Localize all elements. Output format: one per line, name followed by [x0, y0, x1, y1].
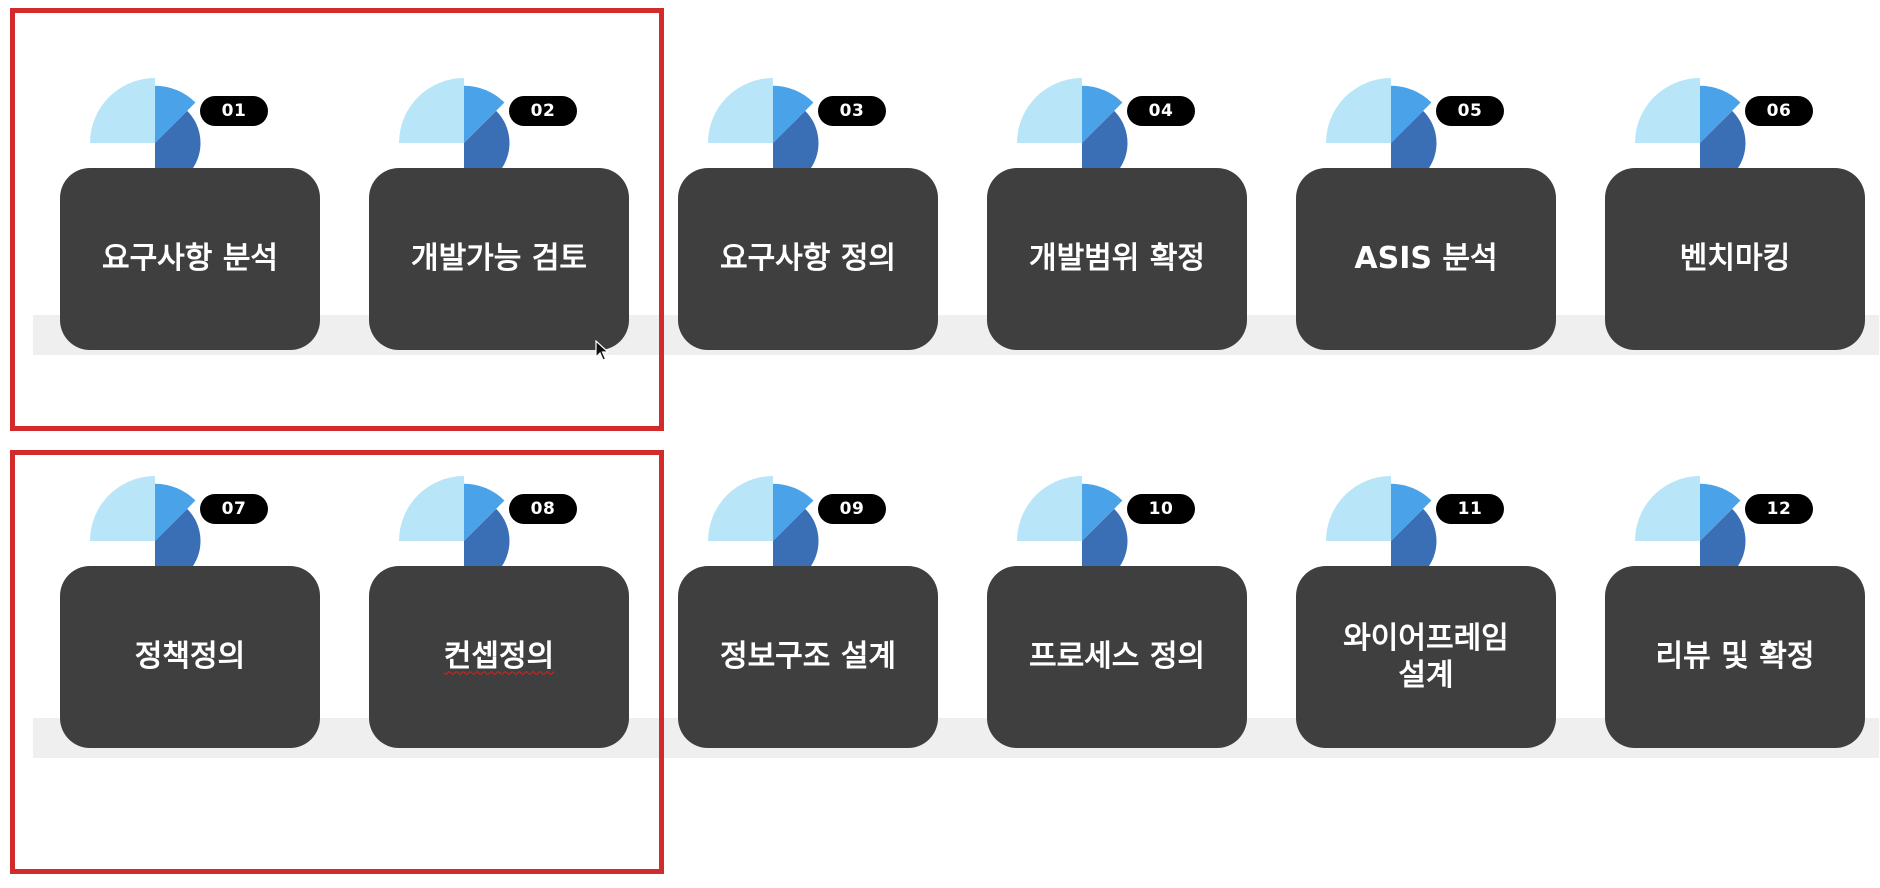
step-box: 개발가능 검토: [369, 168, 629, 350]
step-card-05: ASIS 분석 05: [1296, 78, 1556, 350]
step-box: 와이어프레임 설계: [1296, 566, 1556, 748]
step-box: 요구사항 분석: [60, 168, 320, 350]
step-box: 벤치마킹: [1605, 168, 1865, 350]
row-2-band: [33, 718, 1879, 758]
step-label: 요구사항 정의: [719, 241, 897, 277]
step-number-badge: 04: [1127, 96, 1195, 126]
step-box: 컨셉정의: [369, 566, 629, 748]
step-box: 정책정의: [60, 566, 320, 748]
step-label: ASIS 분석: [1354, 241, 1498, 277]
step-card-02: 개발가능 검토 02: [369, 78, 629, 350]
step-number-badge: 09: [818, 494, 886, 524]
step-label: 정책정의: [134, 639, 246, 675]
step-box: 개발범위 확정: [987, 168, 1247, 350]
step-number-badge: 08: [509, 494, 577, 524]
highlight-box-row-1: [10, 8, 664, 431]
step-card-12: 리뷰 및 확정 12: [1605, 476, 1865, 748]
row-1-band: [33, 315, 1879, 355]
step-label: 프로세스 정의: [1028, 639, 1206, 675]
step-label: 리뷰 및 확정: [1655, 639, 1815, 675]
step-number-badge: 02: [509, 96, 577, 126]
step-card-09: 정보구조 설계 09: [678, 476, 938, 748]
step-label: 와이어프레임 설계: [1343, 620, 1509, 694]
step-card-06: 벤치마킹 06: [1605, 78, 1865, 350]
step-card-08: 컨셉정의 08: [369, 476, 629, 748]
step-label: 정보구조 설계: [719, 639, 897, 675]
step-number-badge: 06: [1745, 96, 1813, 126]
step-label: 컨셉정의: [443, 639, 555, 675]
step-box: 정보구조 설계: [678, 566, 938, 748]
step-card-01: 요구사항 분석 01: [60, 78, 320, 350]
step-card-11: 와이어프레임 설계 11: [1296, 476, 1556, 748]
step-box: ASIS 분석: [1296, 168, 1556, 350]
step-number-badge: 07: [200, 494, 268, 524]
step-number-badge: 12: [1745, 494, 1813, 524]
step-label: 개발가능 검토: [410, 241, 588, 277]
step-card-07: 정책정의 07: [60, 476, 320, 748]
mouse-cursor-icon: [595, 340, 610, 361]
step-label: 개발범위 확정: [1028, 241, 1206, 277]
step-card-10: 프로세스 정의 10: [987, 476, 1247, 748]
step-label: 벤치마킹: [1679, 241, 1791, 277]
highlight-box-row-2: [10, 450, 664, 874]
step-number-badge: 10: [1127, 494, 1195, 524]
step-label: 요구사항 분석: [101, 241, 279, 277]
step-box: 프로세스 정의: [987, 566, 1247, 748]
step-box: 리뷰 및 확정: [1605, 566, 1865, 748]
step-number-badge: 03: [818, 96, 886, 126]
step-card-03: 요구사항 정의 03: [678, 78, 938, 350]
step-number-badge: 01: [200, 96, 268, 126]
step-number-badge: 05: [1436, 96, 1504, 126]
step-box: 요구사항 정의: [678, 168, 938, 350]
step-number-badge: 11: [1436, 494, 1504, 524]
step-card-04: 개발범위 확정 04: [987, 78, 1247, 350]
